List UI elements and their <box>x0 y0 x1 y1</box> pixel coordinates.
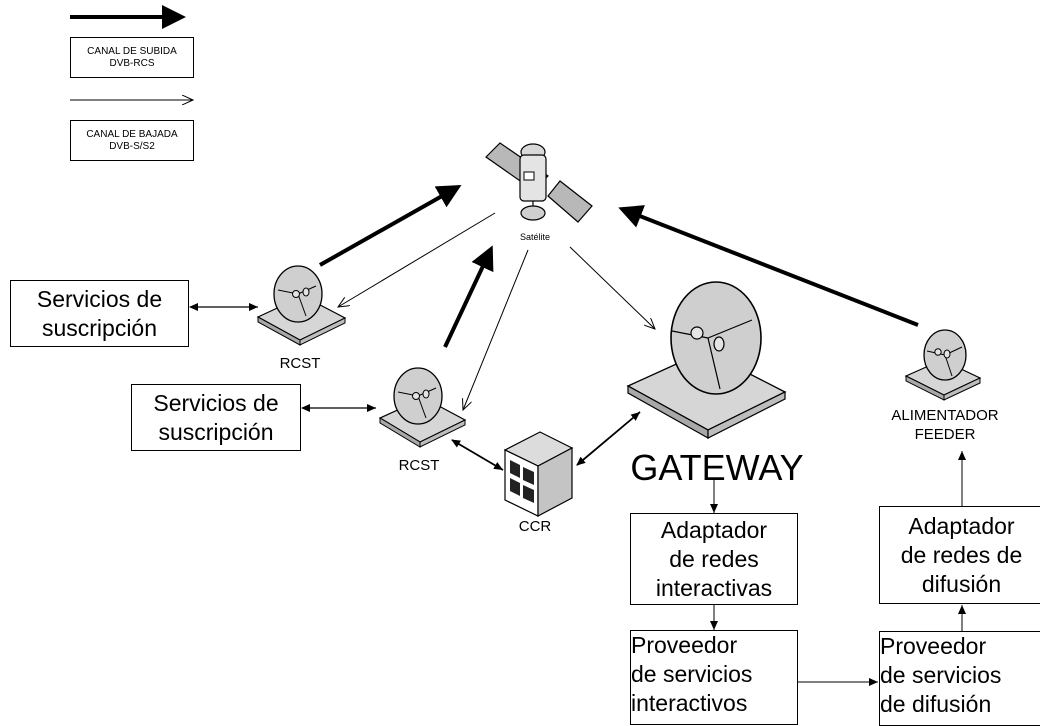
satellite-icon <box>485 142 593 223</box>
interactive-network-adapter-box: Adaptador de redes interactivas <box>630 513 798 605</box>
gateway-dish-icon <box>626 281 787 440</box>
feeder-label: ALIMENTADOR FEEDER <box>870 406 1020 444</box>
interactive-service-provider-box: Proveedor de servicios interactivos <box>630 630 798 725</box>
ba-line2: de redes de <box>900 541 1023 568</box>
rcst-bottom-dish-icon <box>378 367 467 448</box>
downlink-rcst-top <box>338 212 496 307</box>
broadcast-network-adapter-box: Adaptador de redes de difusión <box>879 506 1040 604</box>
ba-line1: Adaptador <box>908 512 1015 539</box>
ip-line2: de servicios <box>631 661 753 687</box>
feeder-label-line1: ALIMENTADOR <box>891 407 999 424</box>
subs-top-line1: Servicios de <box>36 285 163 312</box>
bp-line3: de difusión <box>880 691 992 717</box>
rcst-bottom-label: RCST <box>398 457 440 474</box>
subscription-services-top-box: Servicios de suscripción <box>10 280 189 347</box>
feeder-label-line2: FEEDER <box>914 426 976 443</box>
downlink-rcst-bottom <box>463 249 529 410</box>
ia-line2: de redes <box>669 545 759 572</box>
subs-top-line2: suscripción <box>41 314 158 341</box>
bp-line1: Proveedor <box>880 633 987 659</box>
ip-line1: Proveedor <box>631 632 738 658</box>
legend-downlink-box: CANAL DE BAJADA DVB-S/S2 <box>70 120 194 161</box>
uplink-feeder <box>618 205 919 327</box>
legend-downlink-line1: CANAL DE BAJADA <box>86 128 178 140</box>
rcst-top-label: RCST <box>279 355 321 372</box>
subs-bottom-line2: suscripción <box>158 418 274 445</box>
gateway-label: GATEWAY <box>630 447 804 488</box>
feeder-dish-icon <box>904 329 982 401</box>
ip-line3: interactivos <box>631 690 748 716</box>
broadcast-service-provider-box: Proveedor de servicios de difusión <box>879 631 1040 726</box>
legend-uplink-box: CANAL DE SUBIDA DVB-RCS <box>70 37 194 78</box>
downlink-gateway <box>569 246 655 329</box>
ia-line1: Adaptador <box>660 516 768 543</box>
uplink-rcst-bottom <box>443 245 494 348</box>
link-ccr-gateway <box>576 411 641 466</box>
uplink-rcst-top <box>319 185 462 267</box>
legend-downlink-line2: DVB-S/S2 <box>109 140 155 152</box>
rcst-top-dish-icon <box>256 265 347 346</box>
legend-uplink-line1: CANAL DE SUBIDA <box>87 45 177 57</box>
bp-line2: de servicios <box>880 662 1002 688</box>
ba-line3: difusión <box>921 570 1002 597</box>
legend-uplink-line2: DVB-RCS <box>109 57 155 69</box>
subscription-services-bottom-box: Servicios de suscripción <box>131 384 301 451</box>
subs-bottom-line1: Servicios de <box>153 389 279 416</box>
satellite-label: Satélite <box>519 232 551 242</box>
link-rcst-ccr <box>451 439 504 471</box>
ia-line3: interactivas <box>655 574 773 601</box>
ccr-server-icon <box>503 431 574 517</box>
ccr-label: CCR <box>518 518 552 535</box>
